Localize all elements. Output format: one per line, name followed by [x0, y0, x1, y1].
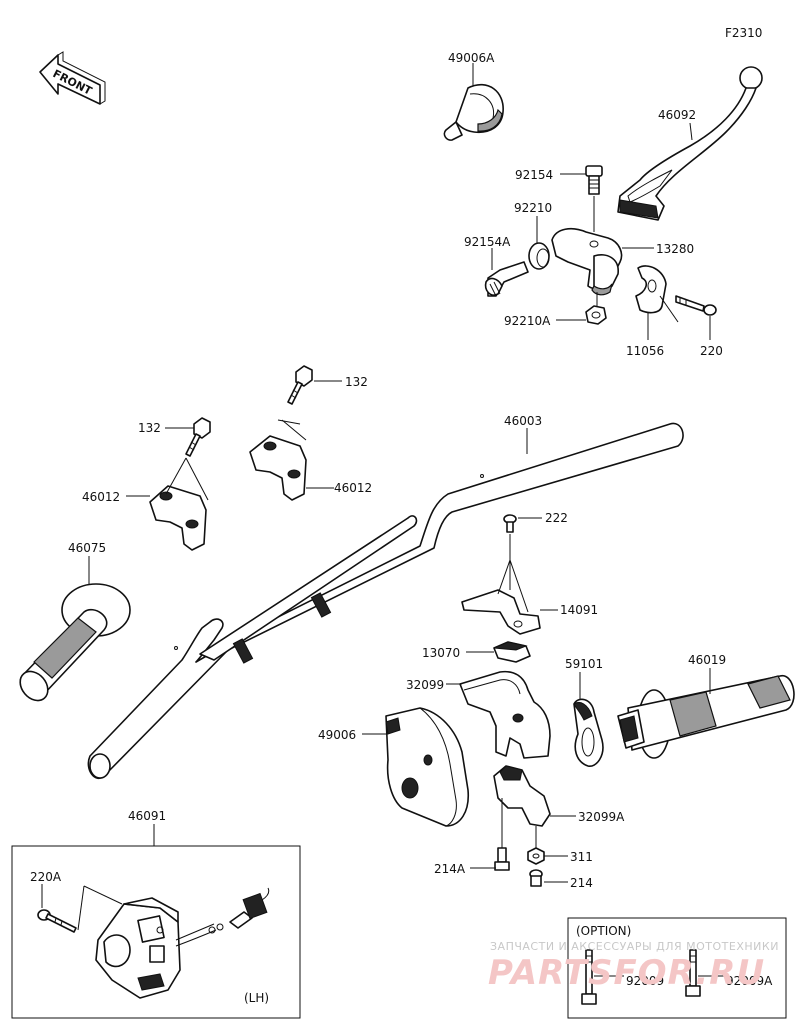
label-46092: 46092 — [658, 108, 696, 122]
part-220-screw — [675, 295, 717, 316]
label-46012-right: 46012 — [334, 481, 372, 495]
label-311: 311 — [570, 850, 593, 864]
part-46092-clutch-lever — [617, 66, 763, 221]
part-11056-clamp — [635, 265, 667, 314]
label-222: 222 — [545, 511, 568, 525]
label-92009A: 92009A — [726, 974, 773, 988]
part-92210-adjuster — [528, 242, 550, 270]
label-92154A: 92154A — [464, 235, 511, 249]
part-46075-left-grip — [19, 583, 131, 702]
label-14091: 14091 — [560, 603, 598, 617]
part-46003-handlebar — [87, 422, 684, 780]
label-220A: 220A — [30, 870, 62, 884]
label-92154: 92154 — [515, 168, 553, 182]
part-13070-ring — [493, 641, 531, 663]
label-46091: 46091 — [128, 809, 166, 823]
part-92009A-bolt — [685, 949, 701, 997]
label-46075: 46075 — [68, 541, 106, 555]
part-46012-clamp-left — [149, 457, 209, 551]
front-arrow-icon: FRONT — [39, 51, 106, 105]
label-132-right: 132 — [345, 375, 368, 389]
label-46019: 46019 — [688, 653, 726, 667]
label-11056: 11056 — [626, 344, 664, 358]
part-132-bolt-right — [287, 365, 313, 405]
part-92154A-adjuster-bolt — [484, 261, 529, 297]
label-13070: 13070 — [422, 646, 460, 660]
label-214: 214 — [570, 876, 593, 890]
part-132-bolt-left — [185, 417, 211, 457]
part-214-screw — [529, 869, 543, 887]
label-92210: 92210 — [514, 201, 552, 215]
label-13280: 13280 — [656, 242, 694, 256]
part-311-nut — [527, 826, 545, 865]
label-lh: (LH) — [244, 991, 269, 1005]
part-92009-bolt — [581, 949, 597, 1005]
part-13280-lever-holder — [551, 227, 623, 296]
part-214A-bolt — [494, 798, 510, 871]
switch-inset-frame — [11, 845, 301, 1019]
part-49006-throttle-cover — [385, 707, 470, 827]
part-46019-right-grip — [617, 675, 795, 759]
part-46012-clamp-right — [249, 419, 307, 501]
part-32099-upper-housing — [459, 670, 551, 759]
label-49006: 49006 — [318, 728, 356, 742]
part-59101-pulley — [573, 698, 604, 767]
label-32099: 32099 — [406, 678, 444, 692]
label-59101: 59101 — [565, 657, 603, 671]
part-220A-screw — [37, 909, 77, 933]
label-option: (OPTION) — [576, 924, 631, 938]
label-132-left: 132 — [138, 421, 161, 435]
label-92210A: 92210A — [504, 314, 551, 328]
label-214A: 214A — [434, 862, 466, 876]
part-92210A-nut — [585, 305, 607, 325]
option-inset-frame — [567, 917, 787, 1019]
label-49006A: 49006A — [448, 51, 495, 65]
label-220: 220 — [700, 344, 723, 358]
label-92009: 92009 — [626, 974, 664, 988]
figure-code: F2310 — [725, 26, 762, 40]
part-49006A-lever-boot — [443, 83, 504, 141]
label-32099A: 32099A — [578, 810, 625, 824]
part-14091-cover — [461, 534, 541, 635]
label-46003: 46003 — [504, 414, 542, 428]
part-92154-bolt — [585, 165, 603, 232]
watermark-line1: ЗАПЧАСТИ И АКСЕССУАРЫ ДЛЯ МОТОТЕХНИКИ — [490, 940, 779, 953]
part-222-screw — [503, 514, 517, 533]
part-46091-switch — [95, 887, 270, 999]
label-46012-left: 46012 — [82, 490, 120, 504]
watermark-line2: PARTSFOR.RU — [488, 953, 765, 993]
part-32099A-lower-housing — [493, 765, 551, 827]
